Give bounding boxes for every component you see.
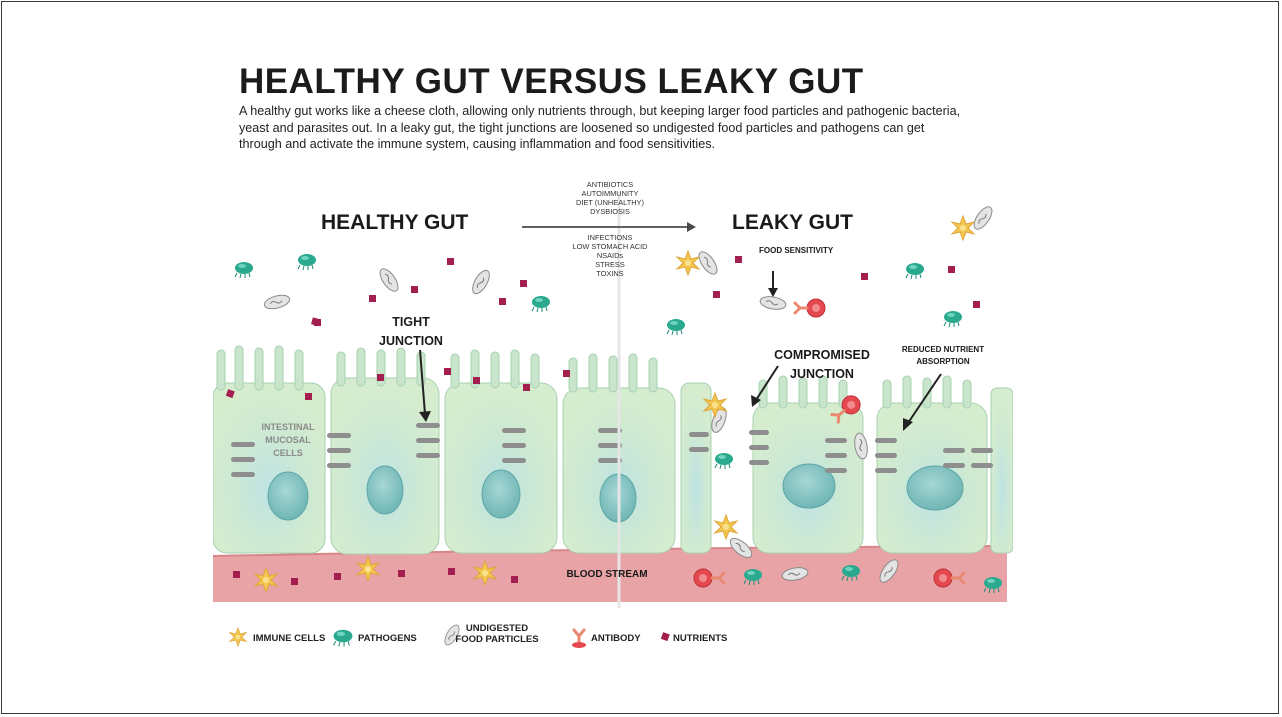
compromised-label-line2: JUNCTION	[790, 367, 854, 381]
slide-description: A healthy gut works like a cheese cloth,…	[239, 103, 969, 153]
blood-stream-label: BLOOD STREAM	[566, 569, 647, 580]
cause-dysbiosis: DYSBIOSIS	[590, 207, 630, 216]
legend-immune-cells: IMMUNE CELLS	[253, 633, 325, 644]
intestinal-label-line2: MUCOSAL	[265, 435, 311, 445]
causes-arrow	[522, 222, 696, 232]
intestinal-label-line1: INTESTINAL	[262, 422, 316, 432]
legend-pathogens-icon	[334, 630, 353, 647]
reduced-absorption-line1: REDUCED NUTRIENT	[902, 345, 984, 354]
legend-antibody-icon	[572, 630, 586, 648]
legend-food-particles-line1: UNDIGESTED	[466, 623, 528, 634]
slide-title: HEALTHY GUT VERSUS LEAKY GUT	[239, 62, 864, 102]
legend: IMMUNE CELLS PATHOGENS UNDIGESTED FOOD P…	[230, 623, 728, 648]
legend-immune-cells-icon	[230, 628, 247, 646]
cause-autoimmunity: AUTOIMMUNITY	[582, 189, 639, 198]
tight-junction-label-line2: JUNCTION	[379, 334, 443, 348]
intestinal-label-line3: CELLS	[273, 448, 303, 458]
cause-stress: STRESS	[595, 260, 625, 269]
tight-junction-label-line1: TIGHT	[392, 315, 430, 329]
legend-pathogens: PATHOGENS	[358, 633, 417, 644]
gut-diagram: HEALTHY GUT LEAKY GUT ANTIBIOTICS AUTOIM…	[213, 178, 1013, 650]
healthy-gut-label: HEALTHY GUT	[321, 211, 469, 234]
reduced-absorption-line2: ABSORPTION	[916, 357, 970, 366]
causes-list: ANTIBIOTICS AUTOIMMUNITY DIET (UNHEALTHY…	[572, 180, 647, 278]
leaky-gut-label: LEAKY GUT	[732, 211, 853, 234]
legend-nutrients-icon	[661, 632, 670, 641]
cause-diet: DIET (UNHEALTHY)	[576, 198, 644, 207]
cause-low-stomach-acid: LOW STOMACH ACID	[572, 242, 647, 251]
legend-antibody: ANTIBODY	[591, 633, 641, 644]
cause-nsaids: NSAIDs	[597, 251, 624, 260]
legend-food-particles-line2: FOOD PARTICLES	[455, 634, 538, 645]
food-sensitivity-label: FOOD SENSITIVITY	[759, 246, 834, 255]
legend-nutrients: NUTRIENTS	[673, 633, 727, 644]
cause-antibiotics: ANTIBIOTICS	[587, 180, 633, 189]
cause-infections: INFECTIONS	[588, 233, 633, 242]
cause-toxins: TOXINS	[596, 269, 623, 278]
compromised-label-line1: COMPROMISED	[774, 348, 870, 362]
